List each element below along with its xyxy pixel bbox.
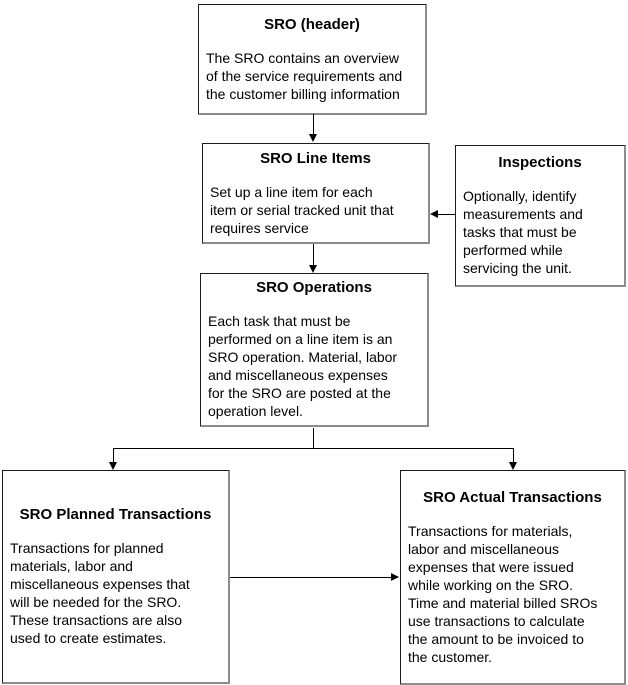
box-sro-planned-transactions: SRO Planned Transactions Transactions fo… <box>2 470 230 684</box>
connector-branch-horizontal <box>113 448 514 449</box>
arrowhead-down-icon <box>109 462 117 470</box>
box-sro-actual-body: Transactions for materials, labor and mi… <box>408 522 598 665</box>
arrowhead-down-icon <box>309 265 317 273</box>
box-sro-operations-title: SRO Operations <box>256 279 372 296</box>
arrowhead-down-icon <box>509 462 517 470</box>
box-sro-line-items: SRO Line Items Set up a line item for ea… <box>202 143 430 244</box>
arrowhead-right-icon <box>391 573 399 581</box>
box-inspections-title: Inspections <box>498 154 582 171</box>
box-inspections: Inspections Optionally, identify measure… <box>455 145 626 287</box>
connector-operations-stem <box>313 428 314 449</box>
box-sro-header-title: SRO (header) <box>264 15 360 33</box>
box-sro-actual-title: SRO Actual Transactions <box>423 488 602 506</box>
box-sro-planned-body: Transactions for planned materials, labo… <box>10 540 190 646</box>
connector-lineitems-to-operations <box>313 244 314 265</box>
box-sro-operations-body: Each task that must be performed on a li… <box>208 313 398 419</box>
connector-branch-to-actual <box>513 448 514 463</box>
connector-header-to-lineitems <box>313 114 314 135</box>
box-sro-planned-title: SRO Planned Transactions <box>19 506 212 523</box>
connector-inspections-to-lineitems <box>438 214 455 215</box>
box-sro-line-items-title: SRO Line Items <box>260 149 371 167</box>
box-sro-operations: SRO Operations Each task that must be pe… <box>200 273 429 427</box>
box-sro-header-body: The SRO contains an overview of the serv… <box>206 49 403 102</box>
box-sro-header: SRO (header) The SRO contains an overvie… <box>198 4 427 115</box>
connector-branch-to-planned <box>113 448 114 463</box>
arrowhead-down-icon <box>309 134 317 142</box>
box-sro-line-items-body: Set up a line item for each item or seri… <box>210 183 394 236</box>
box-inspections-body: Optionally, identify measurements and ta… <box>463 188 583 276</box>
connector-planned-to-actual <box>230 577 391 578</box>
box-sro-actual-transactions: SRO Actual Transactions Transactions for… <box>400 470 626 685</box>
arrowhead-left-icon <box>430 210 438 218</box>
